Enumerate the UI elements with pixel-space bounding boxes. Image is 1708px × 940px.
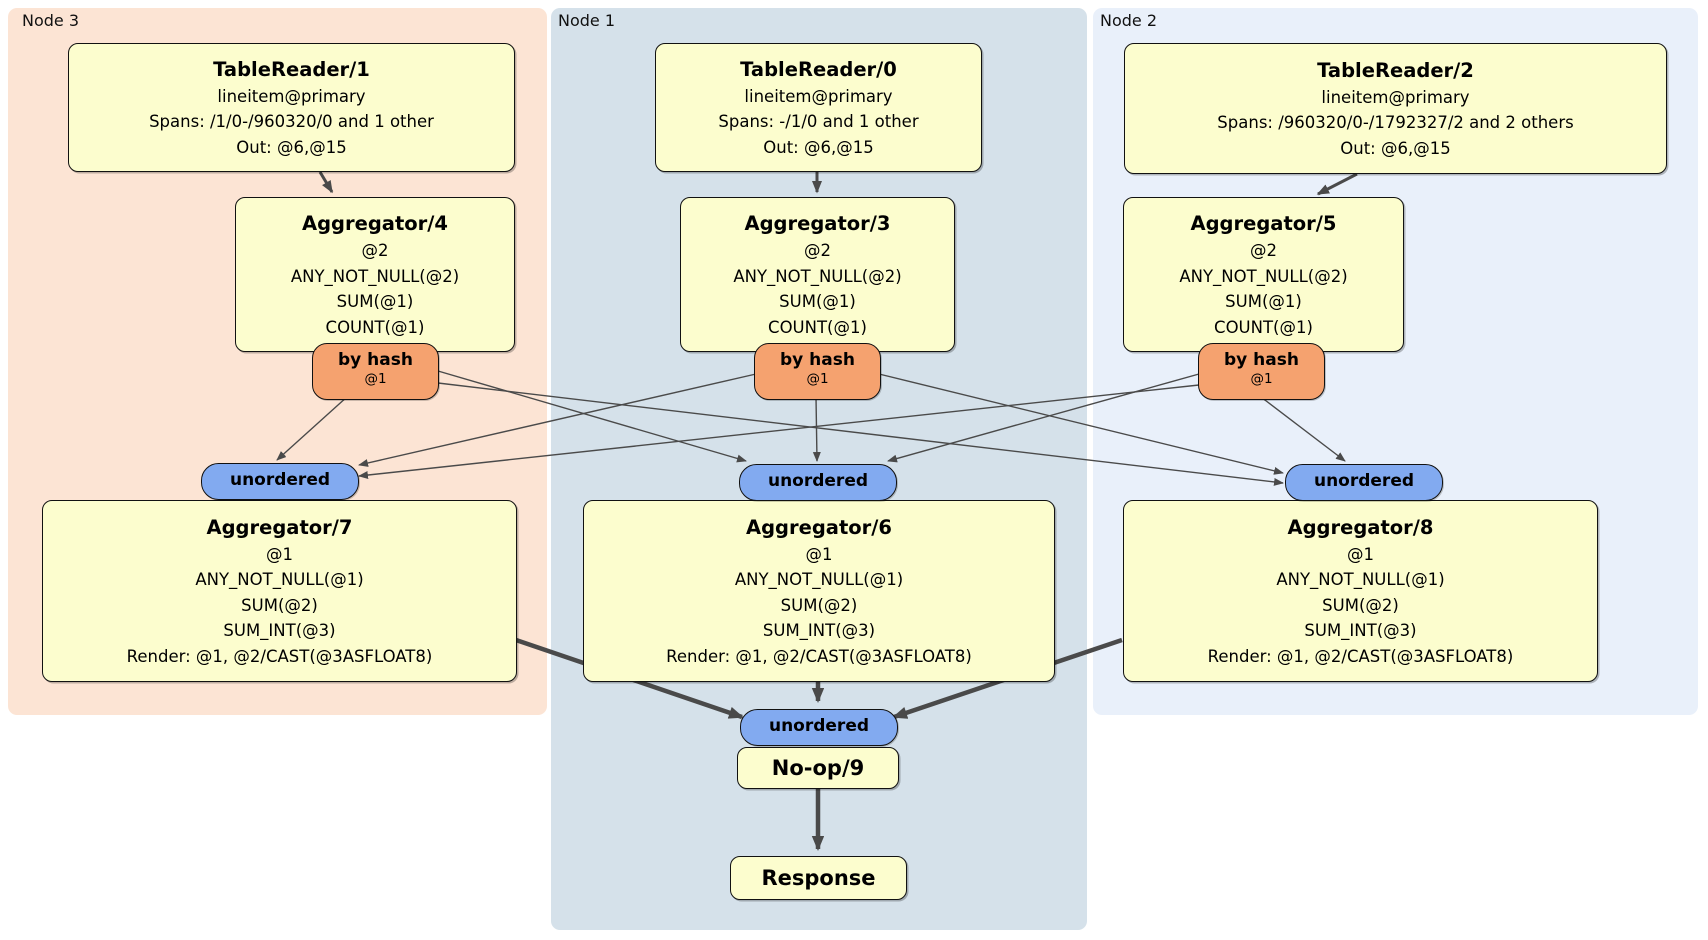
- box-title: Aggregator/5: [1190, 212, 1337, 235]
- box-line: SUM_INT(@3): [762, 621, 876, 641]
- node3-label: Node 3: [22, 11, 80, 30]
- noop-9-box: No-op/9: [737, 747, 899, 789]
- node1-label: Node 1: [558, 11, 616, 30]
- box-title: No-op/9: [771, 755, 865, 780]
- box-line: @1: [266, 544, 293, 564]
- aggregator-3-box: Aggregator/3 @2 ANY_NOT_NULL(@2) SUM(@1)…: [680, 197, 955, 352]
- box-line: ANY_NOT_NULL(@2): [733, 266, 902, 286]
- box-line: Render: @1, @2/CAST(@3ASFLOAT8): [666, 646, 972, 666]
- by-hash-columns: @1: [1250, 371, 1273, 387]
- box-title: Response: [761, 865, 876, 890]
- box-line: ANY_NOT_NULL(@2): [1179, 266, 1348, 286]
- aggregator-8-box: Aggregator/8 @1 ANY_NOT_NULL(@1) SUM(@2)…: [1123, 500, 1598, 682]
- by-hash-columns: @1: [806, 371, 829, 387]
- box-line: Out: @6,@15: [763, 137, 874, 157]
- box-title: Aggregator/3: [744, 212, 891, 235]
- box-line: @1: [805, 544, 833, 564]
- box-line: SUM(@1): [336, 292, 414, 311]
- table-reader-0-box: TableReader/0 lineitem@primary Spans: -/…: [655, 43, 982, 172]
- unordered-badge-node3: unordered: [201, 463, 359, 500]
- box-line: COUNT(@1): [1214, 317, 1313, 337]
- box-line: SUM_INT(@3): [1304, 621, 1417, 641]
- table-reader-1-box: TableReader/1 lineitem@primary Spans: /1…: [68, 43, 515, 172]
- box-line: @2: [1250, 241, 1277, 260]
- box-line: ANY_NOT_NULL(@1): [734, 570, 904, 590]
- box-line: Spans: -/1/0 and 1 other: [718, 112, 919, 132]
- box-title: Aggregator/4: [302, 212, 448, 235]
- box-line: lineitem@primary: [217, 86, 366, 106]
- box-title: TableReader/0: [740, 57, 897, 81]
- edges-tablereader-to-aggregator: [318, 171, 1358, 196]
- box-line: Out: @6,@15: [1340, 138, 1451, 158]
- aggregator-7-box: Aggregator/7 @1 ANY_NOT_NULL(@1) SUM(@2)…: [42, 500, 517, 682]
- aggregator-4-box: Aggregator/4 @2 ANY_NOT_NULL(@2) SUM(@1)…: [235, 197, 515, 352]
- box-line: Out: @6,@15: [236, 137, 347, 157]
- edges-hash-routing: [276, 370, 1346, 486]
- box-line: SUM(@2): [780, 595, 858, 615]
- box-line: COUNT(@1): [768, 317, 867, 337]
- box-line: ANY_NOT_NULL(@1): [195, 570, 364, 590]
- box-line: ANY_NOT_NULL(@1): [1276, 570, 1445, 590]
- unordered-badge-sink: unordered: [740, 709, 898, 746]
- unordered-badge-node1: unordered: [739, 464, 897, 501]
- box-line: @1: [1347, 544, 1374, 564]
- box-line: Spans: /1/0-/960320/0 and 1 other: [149, 112, 434, 132]
- box-line: lineitem@primary: [744, 86, 893, 106]
- box-line: @2: [361, 241, 389, 260]
- box-line: @2: [804, 241, 831, 260]
- box-title: TableReader/1: [213, 57, 370, 81]
- by-hash-badge-node3: by hash @1: [312, 343, 439, 400]
- box-line: COUNT(@1): [325, 317, 425, 337]
- box-line: SUM(@2): [241, 595, 318, 615]
- box-title: Aggregator/6: [746, 515, 892, 539]
- box-line: SUM(@1): [779, 292, 856, 311]
- aggregator-5-box: Aggregator/5 @2 ANY_NOT_NULL(@2) SUM(@1)…: [1123, 197, 1404, 352]
- box-title: TableReader/2: [1317, 58, 1474, 82]
- response-box: Response: [730, 856, 907, 900]
- box-line: SUM(@1): [1225, 292, 1302, 311]
- box-line: SUM(@2): [1322, 595, 1399, 615]
- box-line: lineitem@primary: [1321, 87, 1470, 107]
- box-title: Aggregator/8: [1287, 515, 1434, 539]
- box-line: SUM_INT(@3): [223, 621, 336, 641]
- by-hash-badge-node1: by hash @1: [754, 343, 881, 400]
- by-hash-label: by hash: [338, 350, 413, 370]
- box-line: Render: @1, @2/CAST(@3ASFLOAT8): [1207, 646, 1514, 666]
- by-hash-badge-node2: by hash @1: [1198, 343, 1325, 400]
- box-line: Render: @1, @2/CAST(@3ASFLOAT8): [126, 646, 433, 666]
- by-hash-label: by hash: [780, 350, 855, 370]
- by-hash-columns: @1: [364, 371, 387, 387]
- by-hash-label: by hash: [1224, 350, 1299, 370]
- box-title: Aggregator/7: [206, 515, 353, 539]
- aggregator-6-box: Aggregator/6 @1 ANY_NOT_NULL(@1) SUM(@2)…: [583, 500, 1055, 682]
- node2-label: Node 2: [1100, 11, 1158, 30]
- box-line: Spans: /960320/0-/1792327/2 and 2 others: [1217, 113, 1574, 133]
- unordered-badge-node2: unordered: [1285, 464, 1443, 501]
- table-reader-2-box: TableReader/2 lineitem@primary Spans: /9…: [1124, 43, 1667, 174]
- box-line: ANY_NOT_NULL(@2): [290, 266, 460, 286]
